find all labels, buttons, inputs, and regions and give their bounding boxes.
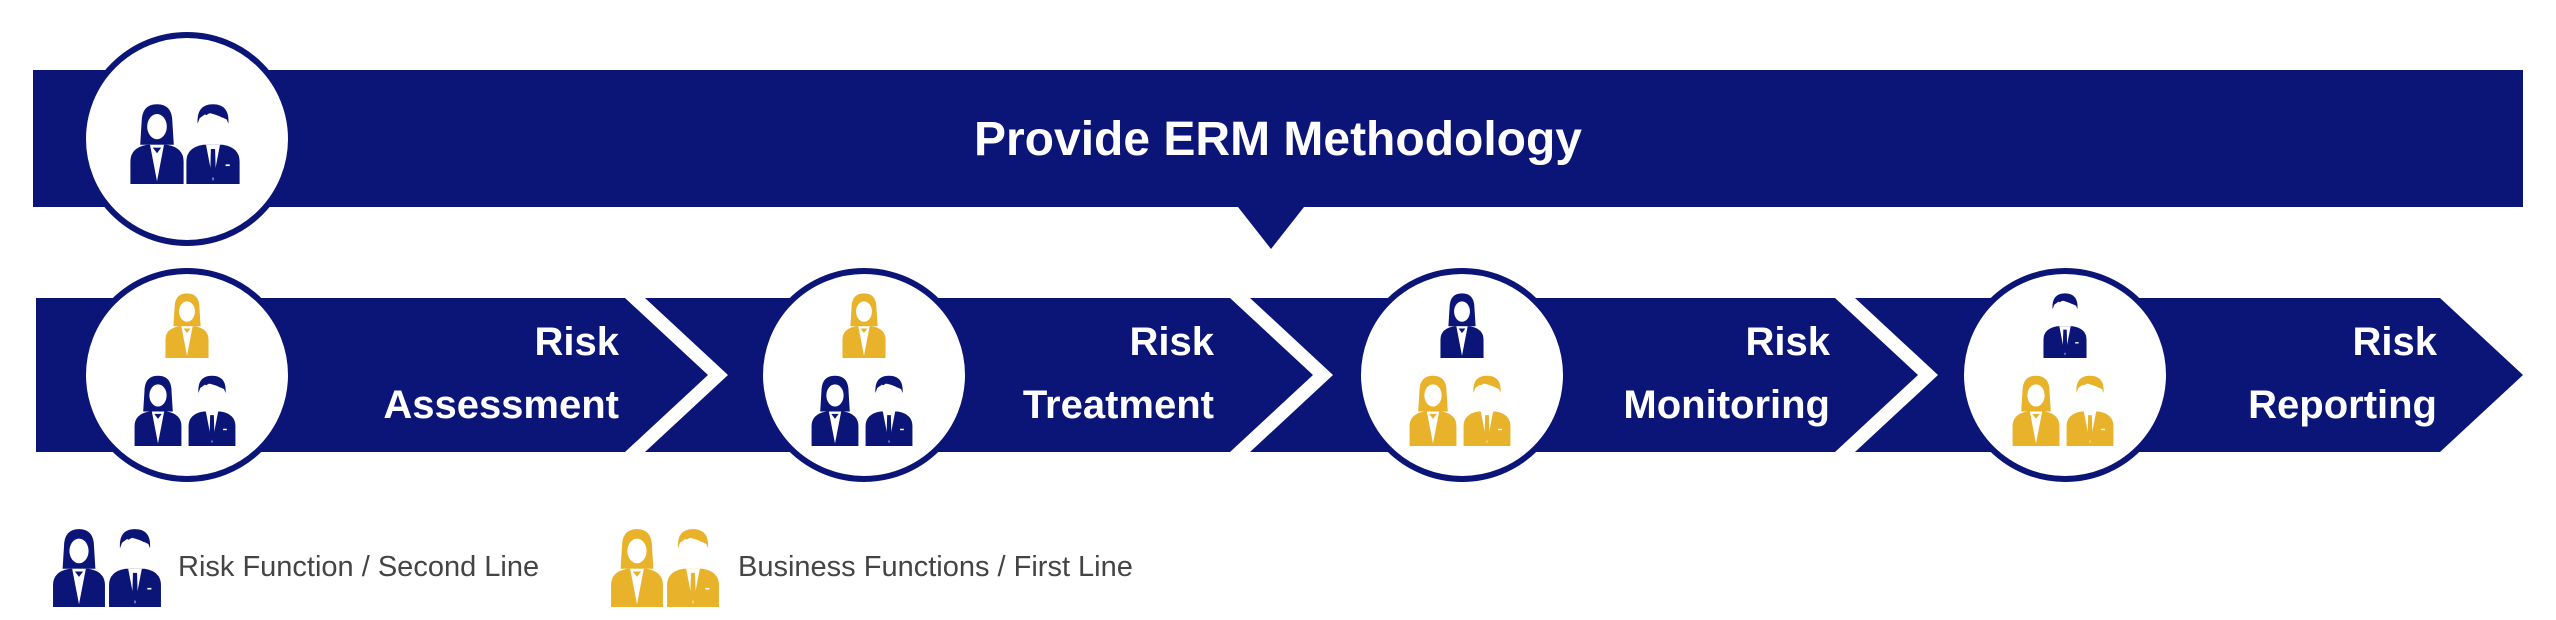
step-label-line1: Risk xyxy=(535,320,620,364)
risk-function-male-icon xyxy=(109,529,161,607)
legend-label: Risk Function / Second Line xyxy=(178,551,539,583)
step-label-line1: Risk xyxy=(2353,320,2438,364)
step-label-line1: Risk xyxy=(1746,320,1831,364)
step-label-line2: Treatment xyxy=(1023,383,1214,427)
banner-title: Provide ERM Methodology xyxy=(974,113,1582,166)
methodology-banner: Provide ERM Methodology xyxy=(33,32,2523,249)
legend: Risk Function / Second Line Business Fun… xyxy=(53,529,1133,607)
step-label-line2: Monitoring xyxy=(1623,383,1830,427)
step-label-line1: Risk xyxy=(1130,320,1215,364)
step-label-line2: Assessment xyxy=(383,383,619,427)
step-risk-reporting: Risk Reporting xyxy=(1855,268,2523,482)
step-label-line2: Reporting xyxy=(2248,383,2437,427)
legend-label: Business Functions / First Line xyxy=(738,551,1133,583)
step-risk-treatment: Risk Treatment xyxy=(645,268,1313,482)
business-male-icon xyxy=(667,529,719,607)
risk-function-female-icon xyxy=(53,529,105,607)
step-risk-monitoring: Risk Monitoring xyxy=(1250,268,1918,482)
business-female-icon xyxy=(611,529,663,607)
banner-shape xyxy=(33,70,2523,249)
legend-item-business-functions: Business Functions / First Line xyxy=(611,529,1133,607)
step-risk-assessment: Risk Assessment xyxy=(36,268,708,482)
banner-circle xyxy=(80,32,294,246)
legend-item-risk-function: Risk Function / Second Line xyxy=(53,529,539,607)
